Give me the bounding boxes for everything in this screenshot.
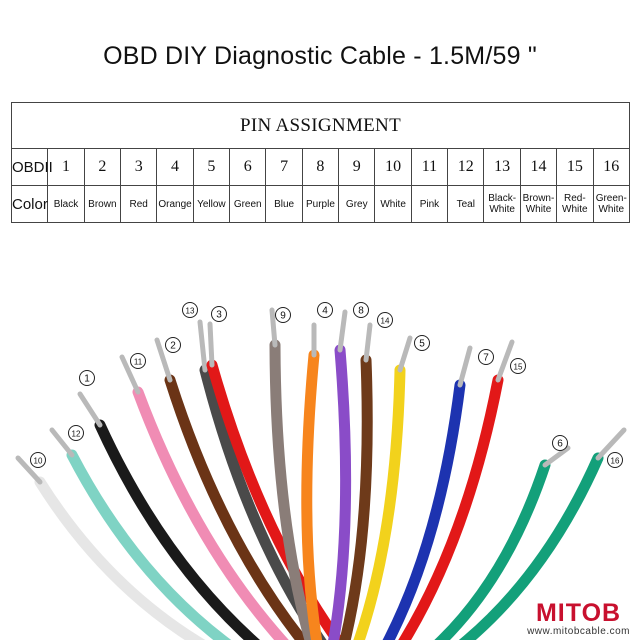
pin-color-cell: White — [374, 185, 412, 223]
wire-label-circle — [130, 353, 146, 369]
wire-label-circle — [182, 302, 198, 318]
pin-color-cell: Teal — [447, 185, 485, 223]
pin-number-cell: 13 — [483, 148, 521, 186]
pin-color-cell: Green-White — [592, 185, 630, 223]
pin-number-cell: 12 — [447, 148, 485, 186]
pin-number-cell: 16 — [592, 148, 630, 186]
wire-label-circle — [607, 452, 623, 468]
wire-label-circle — [414, 335, 430, 351]
brand-url: www.mitobcable.com — [527, 626, 630, 637]
wire-label: 6 — [557, 439, 563, 450]
wire-tip — [49, 427, 75, 458]
wire-label: 12 — [72, 430, 81, 439]
wire-tip — [337, 309, 348, 353]
wire-label-circle — [510, 358, 526, 374]
wire-body — [66, 449, 232, 640]
wire-tip — [119, 354, 141, 395]
wire-tip — [363, 322, 373, 363]
wire-body — [353, 364, 406, 640]
pin-color-cell: Brown — [83, 185, 122, 223]
pin-color-cell: Grey — [338, 185, 376, 223]
pin-color-cell: Red-White — [556, 185, 594, 223]
brand-logo: MITOB www.mitobcable.com — [527, 600, 630, 637]
wire-body — [206, 359, 345, 640]
wire-label-circle — [79, 370, 95, 386]
pin-color-cell: Pink — [410, 185, 449, 223]
wire-body — [34, 476, 206, 640]
wire-body — [164, 374, 309, 640]
pin-number-cell: 10 — [374, 148, 412, 186]
pin-number-cell: 9 — [338, 148, 376, 186]
wire-label-circle — [353, 302, 369, 318]
row-label-pins: OBDII — [10, 148, 53, 186]
wire-body — [458, 452, 604, 640]
wire-tip — [269, 307, 278, 348]
wire-body — [94, 419, 261, 640]
wire-tip — [207, 321, 215, 368]
wire-label: 7 — [483, 353, 489, 364]
wire-body — [398, 374, 504, 640]
wire-label: 13 — [186, 307, 195, 316]
wire-tip — [15, 455, 43, 485]
pin-color-cell: Green — [229, 185, 267, 223]
pin-color-cell: Blue — [265, 185, 303, 223]
wire-tip — [457, 345, 473, 388]
wire-body — [132, 386, 289, 640]
brand-name: MITOB — [535, 599, 622, 627]
wire-body — [269, 339, 316, 640]
wire-label: 15 — [514, 363, 523, 372]
wire-label: 8 — [358, 306, 364, 317]
wire-body — [382, 379, 466, 640]
table-header: PIN ASSIGNMENT — [11, 102, 630, 149]
wire-tip — [77, 391, 103, 428]
wire-label: 16 — [611, 457, 620, 466]
row-label-colors: Color — [10, 185, 49, 223]
pin-color-cell: Red — [120, 185, 158, 223]
wire-body — [328, 344, 352, 640]
pin-number-cell: 5 — [192, 148, 231, 186]
wire-label-circle — [377, 312, 393, 328]
wire-label: 5 — [419, 339, 425, 350]
wire-label-circle — [165, 337, 181, 353]
page-title: OBD DIY Diagnostic Cable - 1.5M/59 " — [103, 42, 537, 70]
wire-label: 3 — [216, 310, 222, 321]
wire-label: 14 — [381, 317, 390, 326]
wire-tip — [197, 319, 208, 373]
wire-label: 2 — [170, 341, 176, 352]
wire-tip — [154, 337, 173, 383]
wire-label: 11 — [134, 358, 143, 367]
wire-label: 1 — [84, 374, 90, 385]
wire-label-circle — [478, 349, 494, 365]
wire-tip — [495, 339, 515, 383]
wire-body — [434, 459, 551, 640]
pin-number-cell: 3 — [120, 148, 158, 186]
pin-number-cell: 7 — [265, 148, 303, 186]
pin-color-cell: Yellow — [192, 185, 231, 223]
pin-number-cell: 11 — [410, 148, 449, 186]
wire-tip — [542, 445, 571, 468]
wire-label: 4 — [322, 306, 328, 317]
pin-number-cell: 15 — [556, 148, 594, 186]
wire-label-circle — [275, 307, 291, 323]
wire-label-circle — [317, 302, 333, 318]
wire-tip — [397, 335, 413, 373]
wire-label: 9 — [280, 311, 286, 322]
wire-label: 10 — [34, 457, 43, 466]
wire-label-circle — [552, 435, 568, 451]
pin-color-cell: Brown-White — [519, 185, 558, 223]
pin-number-cell: 4 — [156, 148, 194, 186]
wire-label-circle — [30, 452, 46, 468]
wire-body — [339, 354, 373, 640]
pin-number-cell: 14 — [519, 148, 558, 186]
pin-color-cell: Purple — [301, 185, 340, 223]
wire-label-circle — [68, 425, 84, 441]
wire-body — [301, 349, 323, 640]
wire-label-circle — [211, 306, 227, 322]
wire-tip — [595, 427, 627, 461]
pin-color-cell: Black — [47, 185, 85, 223]
